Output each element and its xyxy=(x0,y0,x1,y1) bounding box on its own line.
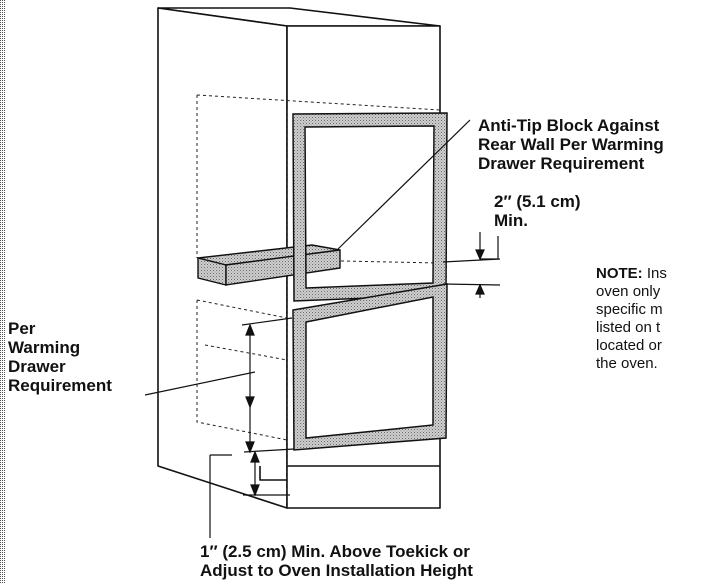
per-warming-line: Drawer xyxy=(8,357,66,377)
anti-tip-leader xyxy=(337,119,471,250)
per-warming-label: Per Warming Drawer Requirement xyxy=(8,319,112,395)
gap-spec-line: 2″ (5.1 cm) xyxy=(494,192,581,211)
toekick-label: 1″ (2.5 cm) Min. Above Toekick or Adjust… xyxy=(200,542,473,580)
per-warming-line: Requirement xyxy=(8,376,112,396)
note-text: NOTE: Ins oven only specific m listed on… xyxy=(596,265,667,373)
note-line: Ins xyxy=(646,265,667,282)
note-line: oven only xyxy=(596,283,661,300)
gap-spec-label: 2″ (5.1 cm) Min. xyxy=(494,192,581,230)
toekick-line: 1″ (2.5 cm) Min. Above Toekick or xyxy=(200,542,470,561)
anti-tip-label-line: Rear Wall Per Warming xyxy=(478,135,664,155)
warming-drawer-frame xyxy=(292,283,448,451)
toekick-line: Adjust to Oven Installation Height xyxy=(200,561,473,581)
page-edge-strip xyxy=(0,0,6,584)
note-line: specific m xyxy=(596,301,663,318)
anti-tip-label-line: Drawer Requirement xyxy=(478,154,645,174)
per-warming-line: Warming xyxy=(8,338,81,358)
anti-tip-label: Anti-Tip Block Against Rear Wall Per War… xyxy=(478,116,664,173)
gap-spec-line: Min. xyxy=(494,211,528,231)
note-line: listed on t xyxy=(596,319,661,336)
dimension-lines xyxy=(144,119,501,538)
note-heading: NOTE: xyxy=(596,265,643,282)
per-warming-leader xyxy=(144,371,256,396)
note-line: located or xyxy=(596,337,662,354)
per-warming-line: Per xyxy=(8,319,36,338)
note-line: the oven. xyxy=(596,355,658,372)
anti-tip-label-line: Anti-Tip Block Against xyxy=(478,116,660,135)
